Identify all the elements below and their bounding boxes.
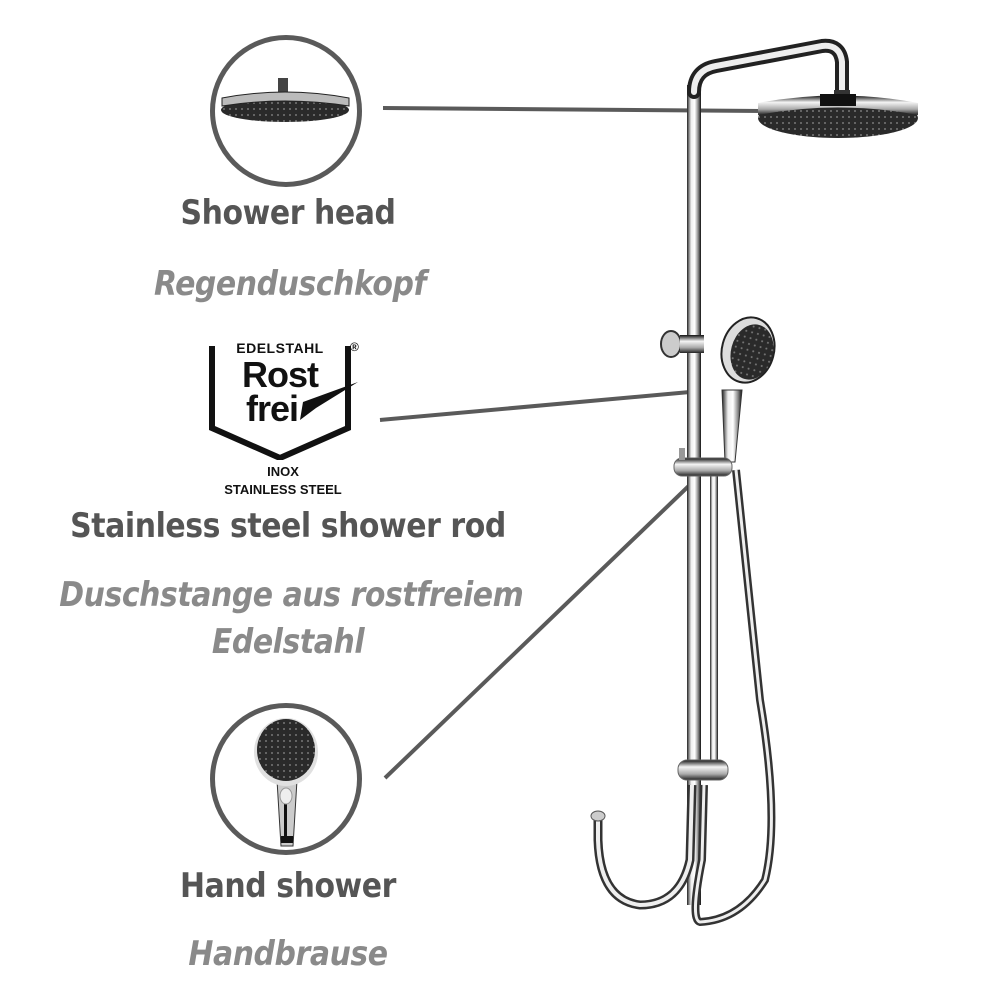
- shower-head-callout-circle: [210, 35, 362, 187]
- badge-registered: ®: [350, 340, 359, 354]
- badge-rost: Rost: [242, 354, 319, 395]
- rostfrei-badge-icon: EDELSTAHL ® Rost frei INOX STAINLESS STE…: [208, 340, 359, 500]
- hand-shower-callout-circle: [210, 703, 362, 855]
- badge-inox: INOX: [267, 464, 299, 479]
- shower-head-title: Shower head: [180, 193, 396, 233]
- shower-rod-title: Stainless steel shower rod: [70, 506, 506, 546]
- leader-line-hand-shower: [383, 476, 699, 780]
- diverter-and-hoses-graphic: [590, 469, 776, 927]
- shower-head-icon: [221, 78, 350, 122]
- badge-edelstahl: EDELSTAHL: [236, 340, 324, 356]
- hand-shower-icon: [254, 718, 318, 847]
- badge-frei: frei: [245, 388, 299, 429]
- leader-line-shower-head: [382, 106, 771, 113]
- badge-stainless-steel: STAINLESS STEEL: [224, 482, 342, 497]
- hand-shower-graphic: [673, 316, 776, 477]
- leader-line-shower-rod: [379, 390, 691, 422]
- overhead-shower-head-graphic: [758, 90, 918, 138]
- leader-lines: [379, 106, 771, 780]
- shower-rod-graphic: [687, 38, 849, 905]
- hand-shower-title: Hand shower: [180, 866, 396, 906]
- hand-shower-subtitle: Handbrause: [188, 934, 388, 974]
- shower-rod-subtitle-line1: Duschstange aus rostfreiem: [59, 575, 524, 615]
- shower-head-subtitle: Regenduschkopf: [153, 264, 427, 304]
- wall-bracket-graphic: [660, 330, 704, 358]
- shower-rod-subtitle-line2: Edelstahl: [211, 622, 365, 662]
